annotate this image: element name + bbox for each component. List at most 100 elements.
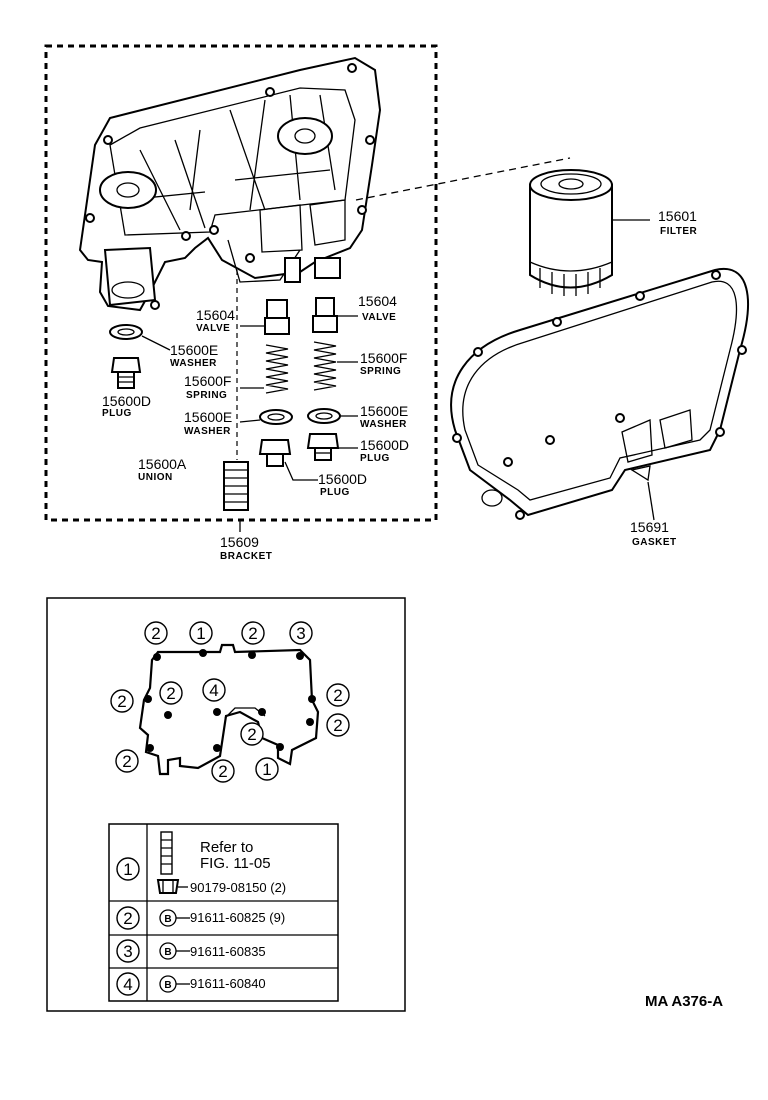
filter-part-number: 15601 (658, 208, 697, 224)
spring-right-name: SPRING (360, 366, 401, 377)
washer-mid-left (259, 409, 293, 425)
bolt-hole-dots (144, 649, 316, 752)
table-row1-ref-line2: FIG. 11-05 (200, 855, 271, 872)
stud-icon (160, 831, 173, 875)
spring-right (313, 341, 337, 391)
svg-text:B: B (164, 947, 171, 958)
washer-top-left (109, 324, 143, 340)
oil-filter (529, 169, 613, 296)
bolt-marker-label: 1 (262, 760, 271, 779)
washer-mid-left-number: 15600E (184, 409, 232, 425)
washer-top-left-name: WASHER (170, 358, 217, 369)
bolt-marker-label: 2 (333, 716, 342, 735)
union-number: 15600A (138, 456, 187, 472)
bolt-marker: 1 (255, 757, 279, 781)
gasket-leader (647, 481, 655, 521)
bracket-illustration (78, 56, 382, 312)
plug-top-left (110, 357, 142, 389)
table-index: 3 (116, 939, 140, 963)
bolt-marker-label: 2 (122, 752, 131, 771)
bolt-marker-label: 2 (333, 686, 342, 705)
bolt-marker: 2 (211, 759, 235, 783)
washer-mid-left-name: WASHER (184, 426, 231, 437)
plug-right-number: 15600D (360, 437, 409, 453)
union (223, 461, 249, 511)
nut-icon (156, 879, 180, 894)
bolt-glyph-icon: B (159, 942, 177, 960)
bolt-marker-label: 4 (209, 681, 218, 700)
washer-top-left-number: 15600E (170, 342, 218, 358)
bolt-glyph-icon: B (159, 975, 177, 993)
bolt-marker: 2 (144, 621, 168, 645)
bracket-part-number: 15609 (220, 534, 259, 550)
valve-right (312, 297, 338, 333)
illustration-code: MA A376-A (645, 993, 723, 1010)
bolt-marker: 2 (326, 683, 350, 707)
valve-right-number: 15604 (358, 293, 397, 309)
union-name: UNION (138, 472, 173, 483)
svg-text:B: B (164, 980, 171, 991)
table-index-label: 1 (123, 860, 132, 879)
bolt-marker-label: 2 (247, 725, 256, 744)
valve-left-number: 15604 (196, 307, 235, 323)
table-index: 1 (116, 857, 140, 881)
fastener-table (108, 823, 339, 1002)
spring-right-number: 15600F (360, 350, 407, 366)
bolt-marker: 4 (202, 678, 226, 702)
table-index-label: 4 (123, 975, 132, 994)
gasket-part-number: 15691 (630, 519, 669, 535)
bolt-glyph-icon: B (159, 909, 177, 927)
table-row1-code: 90179-08150 (2) (190, 880, 286, 895)
valve-left-name: VALVE (196, 323, 230, 334)
table-index: 2 (116, 906, 140, 930)
spring-left (265, 344, 289, 394)
bolt-marker-label: 1 (196, 624, 205, 643)
table-index: 4 (116, 972, 140, 996)
bolt-marker: 3 (289, 621, 313, 645)
bolt-layout-panel (46, 597, 406, 1012)
bolt-marker-label: 2 (151, 624, 160, 643)
plug-center-number: 15600D (318, 471, 367, 487)
bolt-layout-outline (138, 643, 320, 776)
bolt-marker-label: 3 (296, 624, 305, 643)
table-index-label: 2 (123, 909, 132, 928)
bolt-marker: 2 (110, 689, 134, 713)
gasket-part-name: GASKET (632, 537, 677, 548)
plug-right (306, 433, 340, 461)
washer-mid-right (307, 408, 341, 424)
bolt-marker: 1 (189, 621, 213, 645)
table-row3-code: 91611-60835 (190, 944, 266, 959)
bolt-marker: 2 (240, 722, 264, 746)
valve-right-name: VALVE (362, 312, 396, 323)
washer-mid-right-number: 15600E (360, 403, 408, 419)
plug-right-name: PLUG (360, 453, 390, 464)
filter-leader-dashed (355, 157, 571, 201)
bolt-marker: 2 (159, 681, 183, 705)
plug-center (258, 439, 292, 467)
bolt-marker-label: 2 (117, 692, 126, 711)
gasket-illustration (450, 267, 749, 520)
table-row1-ref-line1: Refer to (200, 839, 253, 856)
bolt-marker-label: 2 (166, 684, 175, 703)
bolt-marker: 2 (326, 713, 350, 737)
table-row4-code: 91611-60840 (190, 976, 266, 991)
bolt-marker-label: 2 (248, 624, 257, 643)
plug-top-left-number: 15600D (102, 393, 151, 409)
plug-center-name: PLUG (320, 487, 350, 498)
bracket-part-name: BRACKET (220, 551, 272, 562)
svg-text:B: B (164, 914, 171, 925)
bolt-marker-label: 2 (218, 762, 227, 781)
bolt-marker: 2 (115, 749, 139, 773)
bolt-marker: 2 (241, 621, 265, 645)
table-index-circles: 1 2 3 4 (116, 857, 140, 996)
washer-mid-right-name: WASHER (360, 419, 407, 430)
valve-left (264, 299, 290, 335)
filter-part-name: FILTER (660, 226, 698, 237)
table-row2-code: 91611-60825 (9) (190, 910, 285, 925)
plug-top-left-name: PLUG (102, 408, 132, 419)
spring-left-name: SPRING (186, 390, 227, 401)
bracket-assembly-frame (44, 44, 438, 522)
spring-left-number: 15600F (184, 373, 231, 389)
